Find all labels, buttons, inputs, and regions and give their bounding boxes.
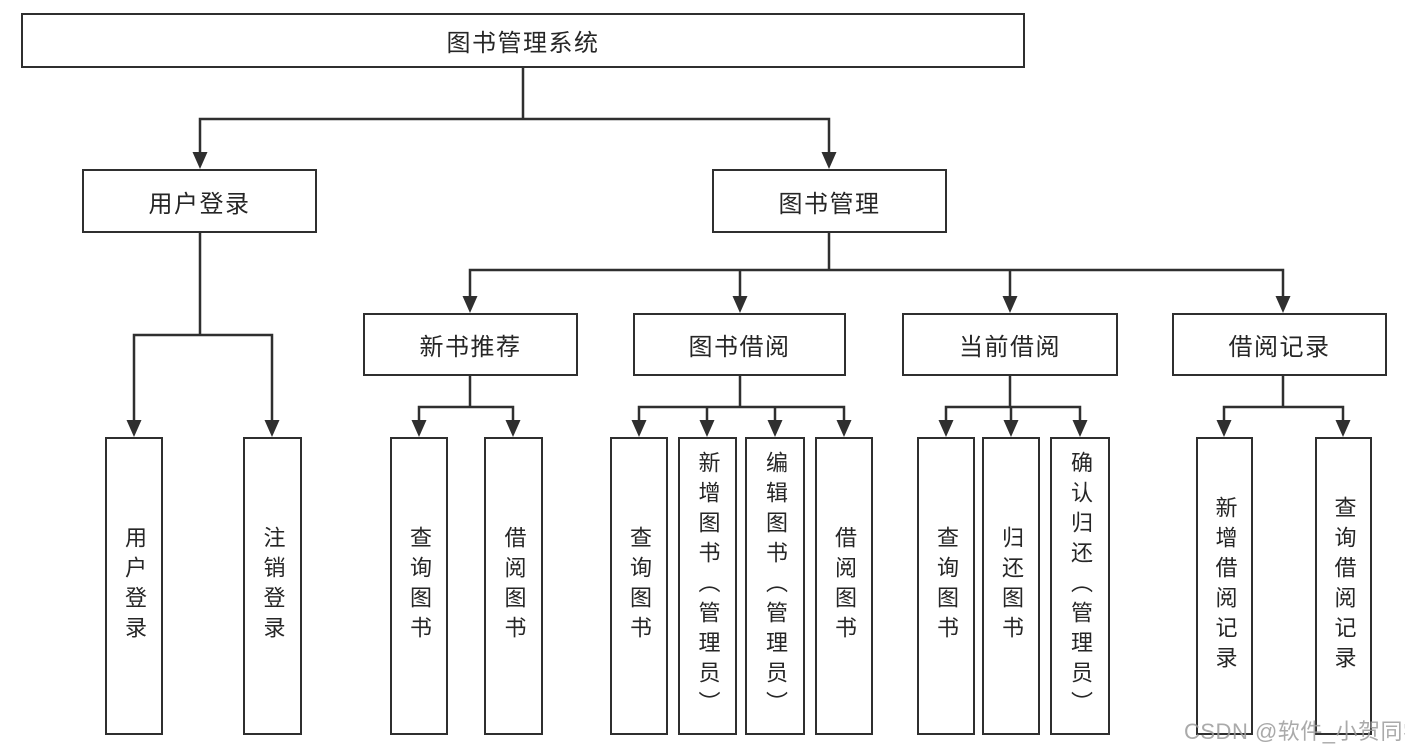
watermark-text: CSDN @软件_小贺同学 — [1184, 719, 1405, 744]
node-label: 注销登录 — [260, 526, 286, 646]
node-label: 查询借阅记录 — [1331, 496, 1357, 676]
node-label: 查询图书 — [407, 526, 432, 646]
node-leaf-borrow-books-borrowing: 借阅图书 — [815, 437, 873, 735]
node-label: 借阅记录 — [1228, 334, 1331, 361]
node-label: 新书推荐 — [419, 334, 522, 361]
node-leaf-user-login: 用户登录 — [105, 437, 163, 735]
node-label: 归还图书 — [999, 526, 1024, 646]
node-label: 用户登录 — [148, 190, 251, 218]
node-label: 当前借阅 — [959, 334, 1061, 361]
node-label: 借阅图书 — [832, 526, 857, 646]
node-label: 编辑图书（管理员） — [763, 451, 788, 721]
node-book-borrowing: 图书借阅 — [633, 313, 846, 376]
node-label: 新增图书（管理员） — [695, 451, 721, 721]
node-leaf-logout: 注销登录 — [243, 437, 302, 735]
node-label: 借阅图书 — [501, 526, 527, 646]
node-label: 图书借阅 — [688, 334, 791, 361]
node-leaf-add-books-admin: 新增图书（管理员） — [678, 437, 737, 735]
node-user-login: 用户登录 — [82, 169, 317, 233]
node-label: 新增借阅记录 — [1212, 496, 1238, 676]
node-label: 图书管理 — [778, 190, 881, 218]
node-label: 查询图书 — [627, 526, 652, 646]
node-root-label: 图书管理系统 — [446, 30, 600, 57]
connector-paths — [132, 66, 1345, 423]
node-leaf-query-books-current: 查询图书 — [917, 437, 975, 735]
node-leaf-confirm-return-admin: 确认归还（管理员） — [1050, 437, 1110, 735]
node-leaf-query-books-recommend: 查询图书 — [390, 437, 448, 735]
node-root-system: 图书管理系统 — [21, 13, 1025, 68]
node-leaf-return-books: 归还图书 — [982, 437, 1040, 735]
node-label: 查询图书 — [934, 526, 959, 646]
node-leaf-edit-books-admin: 编辑图书（管理员） — [745, 437, 805, 735]
node-label: 确认归还（管理员） — [1068, 451, 1093, 721]
node-borrow-records: 借阅记录 — [1172, 313, 1387, 376]
node-leaf-query-borrow-record: 查询借阅记录 — [1315, 437, 1372, 735]
node-book-management: 图书管理 — [712, 169, 947, 233]
node-leaf-add-borrow-record: 新增借阅记录 — [1196, 437, 1253, 735]
node-leaf-borrow-books-recommend: 借阅图书 — [484, 437, 543, 735]
node-label: 用户登录 — [122, 526, 147, 646]
node-leaf-query-books-borrowing: 查询图书 — [610, 437, 668, 735]
node-new-book-recommend: 新书推荐 — [363, 313, 578, 376]
node-current-borrowing: 当前借阅 — [902, 313, 1118, 376]
